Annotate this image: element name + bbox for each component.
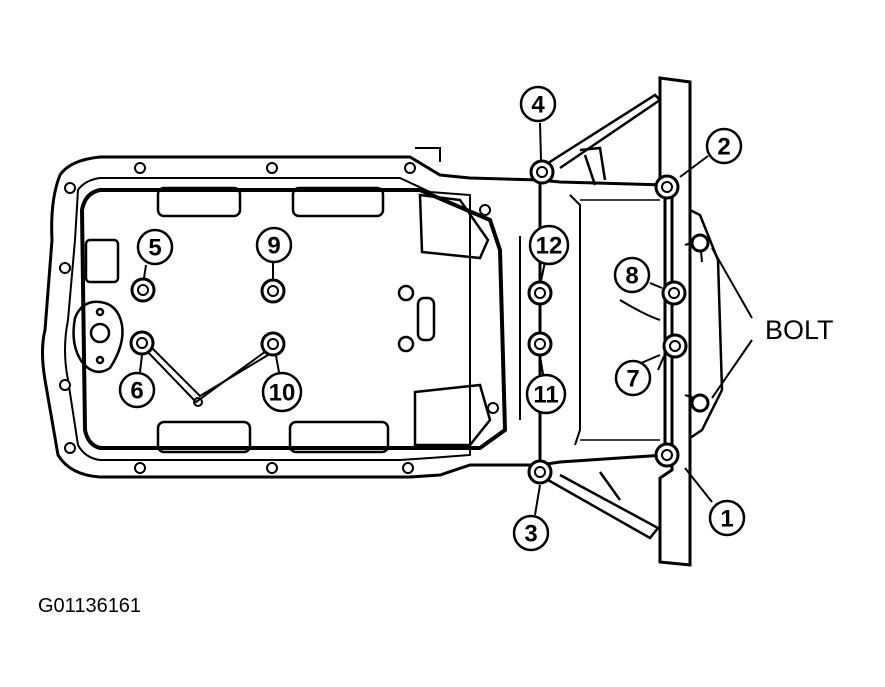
- pan-pockets: [84, 186, 492, 454]
- callout-9: 9: [267, 233, 280, 260]
- flange-bolt-lower: [690, 393, 710, 413]
- callout-circle-12: [528, 224, 570, 266]
- pickup-flange: [72, 300, 124, 374]
- callout-circle-10: [261, 371, 303, 413]
- baffle-link: [141, 345, 274, 407]
- callout-circle-3: [512, 514, 550, 552]
- callout-circle-11: [525, 373, 567, 415]
- oil-pan-outline: [41, 147, 542, 479]
- housing-body: [519, 178, 667, 467]
- callout-12: 12: [536, 233, 563, 260]
- callout-1: 1: [720, 506, 733, 533]
- bolt-label: BOLT: [765, 315, 834, 345]
- callout-circle-9: [255, 226, 293, 264]
- bolt-heads: [129, 159, 710, 485]
- callout-6: 6: [130, 378, 143, 405]
- figure-code: G01136161: [38, 595, 141, 617]
- callout-3: 3: [524, 521, 537, 548]
- callout-4: 4: [531, 92, 545, 119]
- callout-circle-8: [613, 256, 651, 294]
- ribs: [544, 93, 662, 540]
- callout-2: 2: [717, 134, 730, 161]
- callout-5: 5: [148, 235, 161, 262]
- callout-numbers: 1 2 3 4 5 6 7 8 9 10 11 12: [130, 92, 733, 548]
- center-studs: [397, 284, 415, 353]
- gasket-holes: [59, 162, 499, 474]
- callout-circle-7: [614, 359, 652, 397]
- callout-8: 8: [625, 263, 638, 290]
- callout-circle-1: [708, 499, 746, 537]
- callout-leaders: [139, 122, 753, 516]
- callout-circle-4: [519, 85, 557, 123]
- callout-circle-5: [136, 228, 174, 266]
- callout-7: 7: [626, 366, 639, 393]
- callout-11: 11: [533, 382, 558, 409]
- callout-10: 10: [269, 380, 296, 407]
- callout-circle-6: [118, 371, 156, 409]
- callout-bubbles: [118, 85, 746, 552]
- flange-bolt-upper: [690, 233, 710, 253]
- callout-circle-2: [705, 127, 743, 165]
